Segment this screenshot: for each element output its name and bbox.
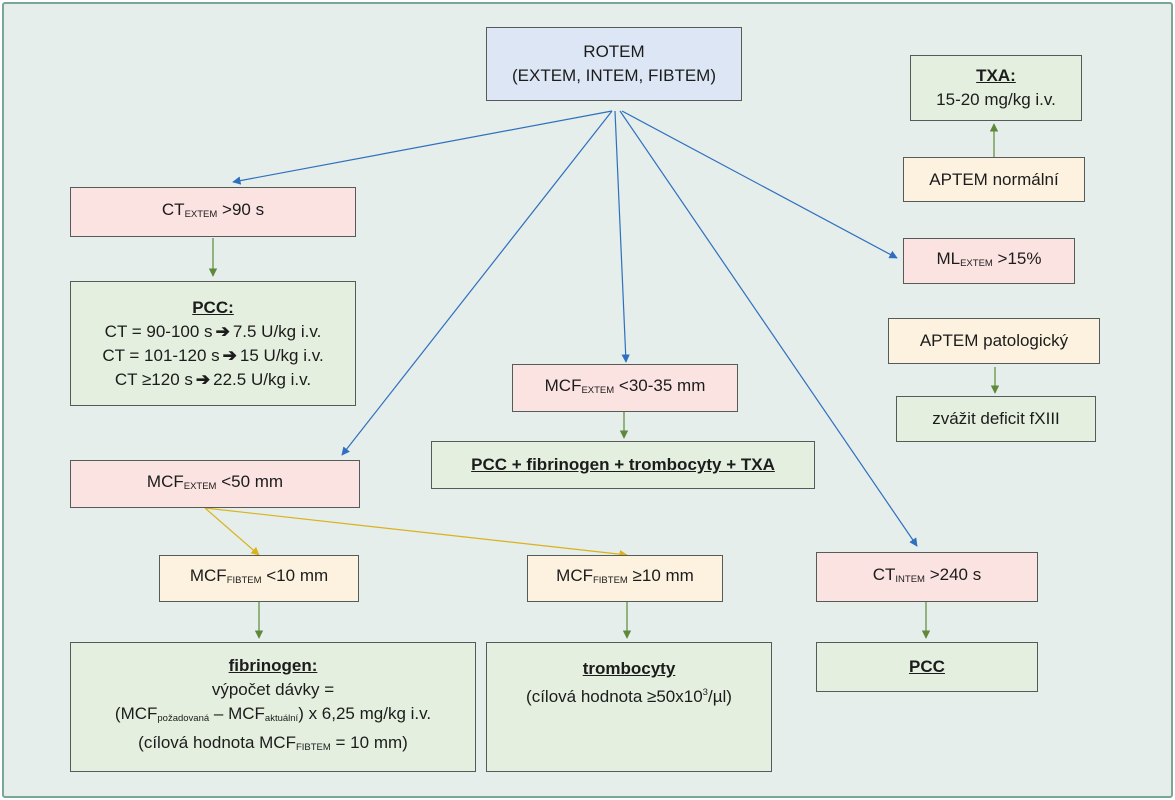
pcc-row-2: CT = 101-120 s➔15 U/kg i.v. [102, 345, 324, 365]
trombocyty-target: (cílová hodnota ≥50x103/µl) [526, 687, 732, 706]
pcc-dosing-node: PCC: CT = 90-100 s➔7.5 U/kg i.v. CT = 10… [70, 281, 356, 406]
mcf-extem-low-label: MCFEXTEM <30-35 mm [544, 375, 706, 396]
fxiii-node: zvážit deficit fXIII [896, 396, 1096, 442]
pcc-intem-label: PCC [909, 657, 945, 676]
mcf-extem-50-node: MCFEXTEM <50 mm [70, 460, 360, 508]
edge-rotem-mcf-extem-50 [341, 110, 613, 456]
ct-extem-label: CTEXTEM >90 s [161, 199, 265, 220]
mcf-fibtem-ge10-node: MCFFIBTEM ≥10 mm [527, 555, 723, 602]
fibrinogen-dose-label: výpočet dávky = [211, 680, 335, 699]
mcf-extem-50-label: MCFEXTEM <50 mm [146, 471, 284, 492]
arrow-right-icon: ➔ [222, 345, 237, 365]
fibrinogen-title: fibrinogen: [228, 656, 318, 675]
edge-mcf-50-fibtem-ge10 [204, 507, 628, 559]
aptem-pathological-node: APTEM patologický [888, 318, 1100, 364]
aptem-pathological-label: APTEM patologický [919, 331, 1069, 350]
mcf-fibtem-lt10-label: MCFFIBTEM <10 mm [189, 566, 329, 586]
mcf-extem-low-node: MCFEXTEM <30-35 mm [512, 364, 738, 412]
txa-node: TXA: 15-20 mg/kg i.v. [910, 55, 1082, 121]
ml-extem-label: MLEXTEM >15% [936, 248, 1042, 269]
ml-extem-node: MLEXTEM >15% [903, 238, 1075, 284]
pcc-row-1: CT = 90-100 s➔7.5 U/kg i.v. [104, 321, 322, 341]
fibrinogen-formula: (MCFpožadovaná – MCFaktuální) x 6,25 mg/… [114, 704, 432, 724]
ct-intem-label: CTINTEM >240 s [872, 564, 982, 585]
pcc-title: PCC: [192, 297, 234, 317]
fxiii-label: zvážit deficit fXIII [932, 409, 1060, 428]
aptem-normal-node: APTEM normální [903, 157, 1085, 202]
txa-title: TXA: [976, 66, 1016, 85]
ct-extem-node: CTEXTEM >90 s [70, 187, 356, 237]
trombocyty-node: trombocyty (cílová hodnota ≥50x103/µl) [486, 642, 772, 772]
ct-intem-node: CTINTEM >240 s [816, 552, 1038, 602]
arrow-right-icon: ➔ [215, 321, 230, 341]
mcf-fibtem-lt10-node: MCFFIBTEM <10 mm [159, 555, 359, 602]
fibrinogen-node: fibrinogen: výpočet dávky = (MCFpožadova… [70, 642, 476, 772]
fibrinogen-target: (cílová hodnota MCFFIBTEM = 10 mm) [138, 733, 408, 753]
edge-rotem-ct-extem [232, 110, 613, 185]
rotem-node: ROTEM (EXTEM, INTEM, FIBTEM) [486, 27, 742, 101]
edge-rotem-mcf-extem-low [614, 110, 630, 363]
rotem-title: ROTEM [583, 42, 645, 61]
combo-therapy-node: PCC + fibrinogen + trombocyty + TXA [431, 441, 815, 489]
trombocyty-title: trombocyty [582, 659, 676, 678]
combo-therapy-label: PCC + fibrinogen + trombocyty + TXA [471, 455, 775, 474]
edge-rotem-ml-extem [621, 110, 898, 259]
edge-mcf-50-fibtem-lt10 [204, 507, 260, 556]
edge-rotem-ct-intem [619, 110, 918, 547]
txa-dose: 15-20 mg/kg i.v. [936, 90, 1056, 109]
arrow-right-icon: ➔ [195, 369, 211, 389]
mcf-fibtem-ge10-label: MCFFIBTEM ≥10 mm [556, 566, 694, 586]
pcc-intem-node: PCC [816, 642, 1038, 692]
aptem-normal-label: APTEM normální [929, 169, 1059, 189]
rotem-tests: (EXTEM, INTEM, FIBTEM) [512, 66, 716, 85]
pcc-row-3: CT ≥120 s➔22.5 U/kg i.v. [114, 369, 312, 389]
